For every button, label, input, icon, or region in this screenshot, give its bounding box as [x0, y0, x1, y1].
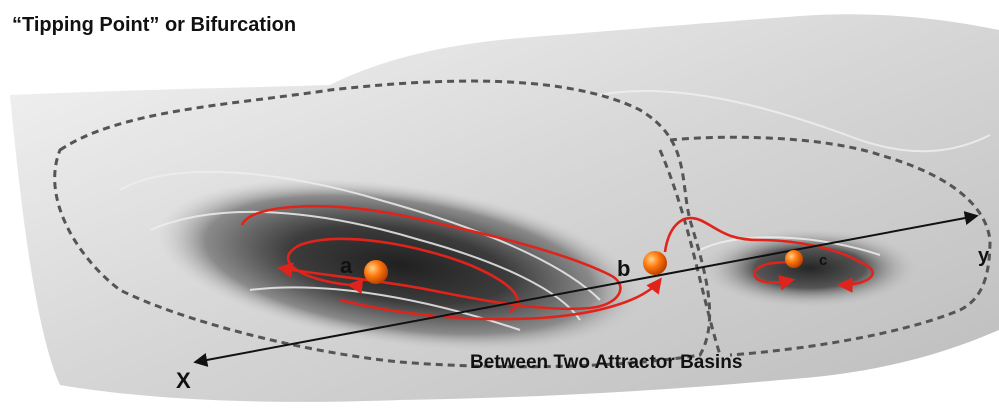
state-balls: [364, 250, 803, 284]
point-c-label: c: [819, 252, 827, 269]
diagram-caption: Between Two Attractor Basins: [470, 352, 743, 373]
axis-x-label: X: [176, 368, 191, 393]
axis-line: [193, 211, 979, 367]
point-b-label: b: [617, 256, 630, 281]
point-a-label: a: [340, 253, 353, 278]
ball-b: [643, 251, 667, 275]
diagram-title: “Tipping Point” or Bifurcation: [12, 14, 297, 36]
axes: X y: [176, 211, 990, 393]
axis-y-label: y: [978, 245, 990, 267]
ball-c: [785, 250, 803, 268]
ball-a: [364, 260, 388, 284]
